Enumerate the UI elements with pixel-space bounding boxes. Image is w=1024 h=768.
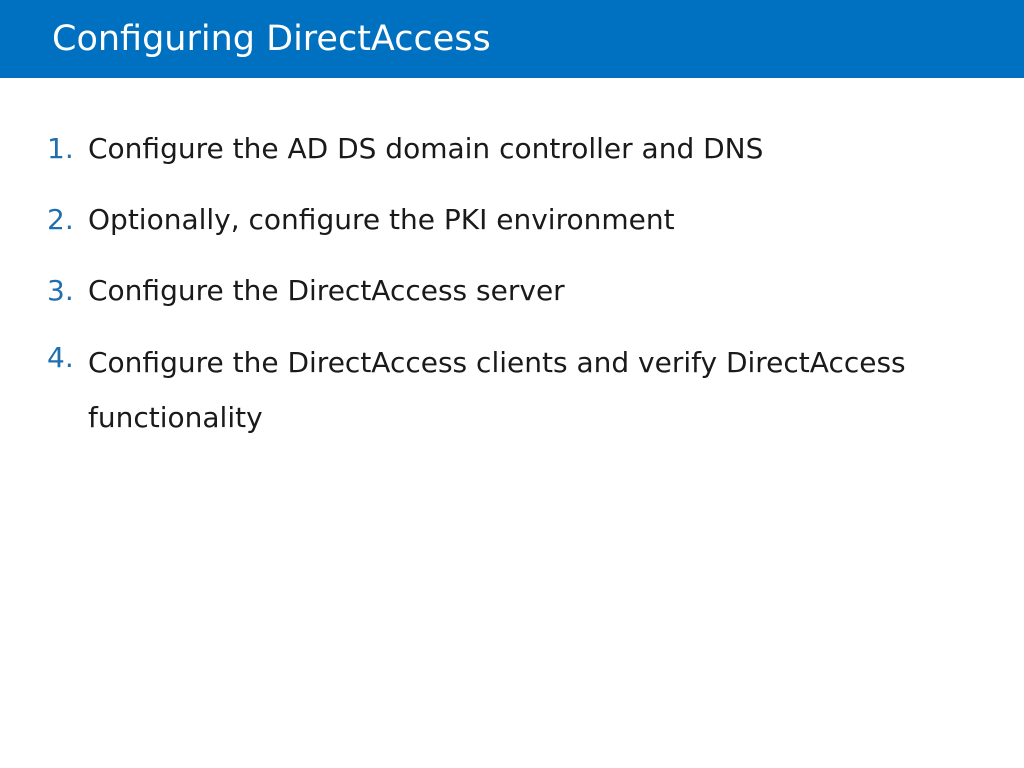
step-number: 1.	[47, 132, 74, 165]
title-bar: Configuring DirectAccess	[0, 0, 1024, 78]
steps-list: 1. Configure the AD DS domain controller…	[0, 126, 1024, 461]
slide-title: Configuring DirectAccess	[52, 19, 491, 59]
list-item: 4. Configure the DirectAccess clients an…	[0, 335, 1024, 445]
step-text: Configure the DirectAccess server	[88, 274, 565, 307]
step-number: 4.	[47, 341, 74, 374]
list-item: 3. Configure the DirectAccess server	[0, 268, 1024, 314]
step-text: Optionally, configure the PKI environmen…	[88, 203, 675, 236]
list-item: 2. Optionally, configure the PKI environ…	[0, 197, 1024, 243]
step-number: 3.	[47, 274, 74, 307]
step-number: 2.	[47, 203, 74, 236]
step-text: Configure the AD DS domain controller an…	[88, 132, 764, 165]
list-item: 1. Configure the AD DS domain controller…	[0, 126, 1024, 172]
step-text: Configure the DirectAccess clients and v…	[88, 346, 906, 434]
